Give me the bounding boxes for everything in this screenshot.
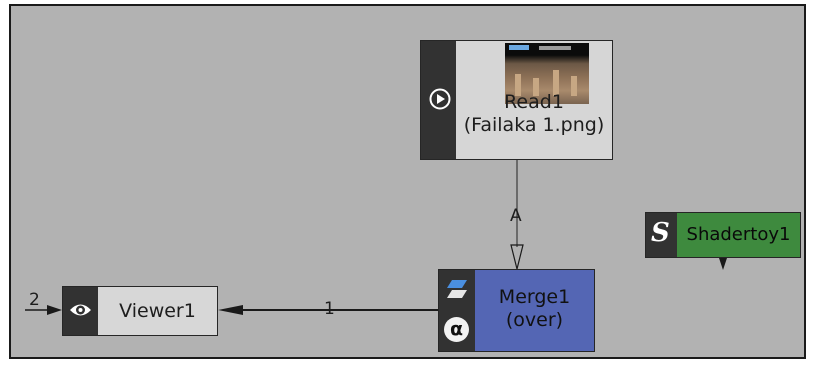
read-node-label: Read1 (Failaka 1.png)	[456, 91, 612, 137]
wire-arrow-2	[47, 305, 62, 315]
merge-node-subtitle: (over)	[505, 308, 564, 331]
node-graph-canvas[interactable]: A 1 2 Read1 (Failaka 1.png)	[9, 4, 806, 359]
merge-node-label: Merge1 (over)	[475, 286, 594, 332]
shadertoy-output-arrow	[719, 258, 727, 270]
viewer-node-icon-strip	[63, 287, 98, 335]
read-node-title: Read1	[504, 91, 564, 113]
read-node-subtitle: (Failaka 1.png)	[463, 113, 605, 136]
read-node-icon-strip	[421, 41, 456, 159]
play-icon[interactable]	[429, 88, 451, 110]
merge-node-icon-strip: α	[439, 270, 475, 351]
wire-arrow-1	[218, 305, 243, 315]
shadertoy-node-icon-strip: S	[646, 213, 677, 257]
shadertoy-node-title: Shadertoy1	[686, 224, 791, 245]
read-thumbnail-image	[505, 43, 589, 104]
wire-arrow-a	[510, 244, 524, 270]
eye-icon[interactable]	[68, 300, 93, 320]
shadertoy-node[interactable]: S Shadertoy1	[645, 212, 801, 258]
viewer-node-title: Viewer1	[119, 300, 196, 322]
merge-node[interactable]: α Merge1 (over)	[438, 269, 595, 352]
edge-label-1: 1	[324, 299, 335, 319]
alpha-icon: α	[444, 317, 469, 342]
read-node[interactable]: Read1 (Failaka 1.png)	[420, 40, 613, 160]
edge-label-2: 2	[29, 290, 40, 310]
shadertoy-logo-icon: S	[651, 218, 670, 248]
merge-node-title: Merge1	[498, 286, 571, 308]
edge-label-a: A	[510, 206, 522, 226]
merge-layers-icon	[447, 280, 467, 298]
viewer-node[interactable]: Viewer1	[62, 286, 218, 336]
